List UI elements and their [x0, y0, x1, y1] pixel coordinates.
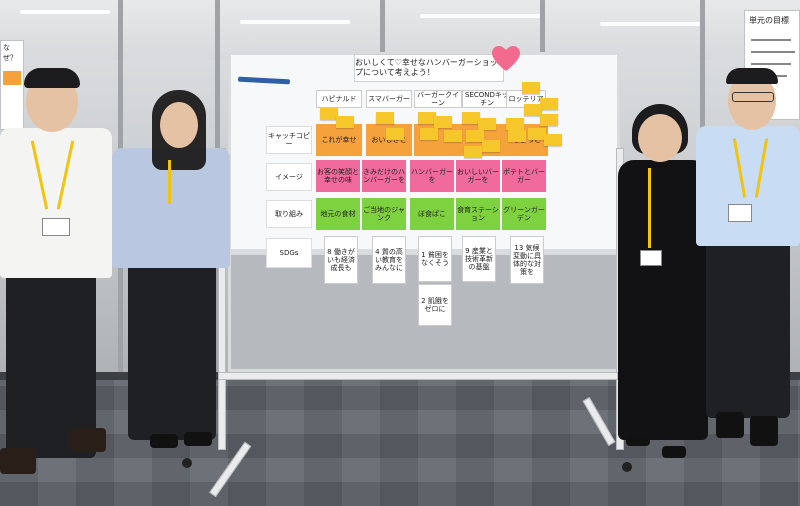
- right-poster-text: 単元の目標: [749, 16, 789, 25]
- sdg-note: 4 質の高い教育をみんなに: [372, 236, 406, 284]
- sdg-note: 1 貧困をなくそう: [418, 236, 452, 282]
- image-note: ハンバーガーを: [410, 160, 454, 192]
- column-header-3: バーガークイーン: [414, 90, 462, 108]
- left-poster-text: なぜ？: [3, 44, 17, 62]
- sdg-note: 9 産業と技術革新の基盤: [462, 236, 496, 282]
- action-note: ぼ食ぱこ: [410, 198, 454, 230]
- whiteboard-title: おいしくて♡幸せなハンバーガーショップについて考えよう！: [354, 54, 504, 82]
- image-note: ポテトとバーガー: [502, 160, 546, 192]
- copy-note: これが幸せ: [316, 124, 362, 156]
- row-label-action: 取り組み: [266, 200, 312, 228]
- action-note: グリーンガーデン: [502, 198, 546, 230]
- row-label-sdgs: SDGs: [266, 238, 312, 268]
- left-poster: なぜ？: [0, 40, 24, 130]
- column-header-4: SECONDキッチン: [462, 90, 512, 108]
- row-label-image: イメージ: [266, 163, 312, 191]
- sdg-note: 2 飢餓をゼロに: [418, 284, 452, 326]
- heart-icon: [492, 46, 520, 71]
- action-note: ご当地のジャンク: [362, 198, 406, 230]
- image-note: おいしいバーガーを: [456, 160, 500, 192]
- sdg-note: 8 働きがいも経済成長も: [324, 236, 358, 284]
- ceiling: [0, 0, 800, 60]
- sdg-note: 13 気候変動に具体的な対策を: [510, 236, 544, 284]
- action-note: 地元の食材: [316, 198, 360, 230]
- image-note: お客の笑顔と幸せの味: [316, 160, 360, 192]
- column-header-2: スマバーガー: [366, 90, 412, 108]
- image-note: きみだけのハンバーガーを: [362, 160, 406, 192]
- action-note: 食育ステーション: [456, 198, 500, 230]
- column-header-1: ハピナルド: [316, 90, 362, 108]
- row-label-catchcopy: キャッチコピー: [266, 126, 312, 154]
